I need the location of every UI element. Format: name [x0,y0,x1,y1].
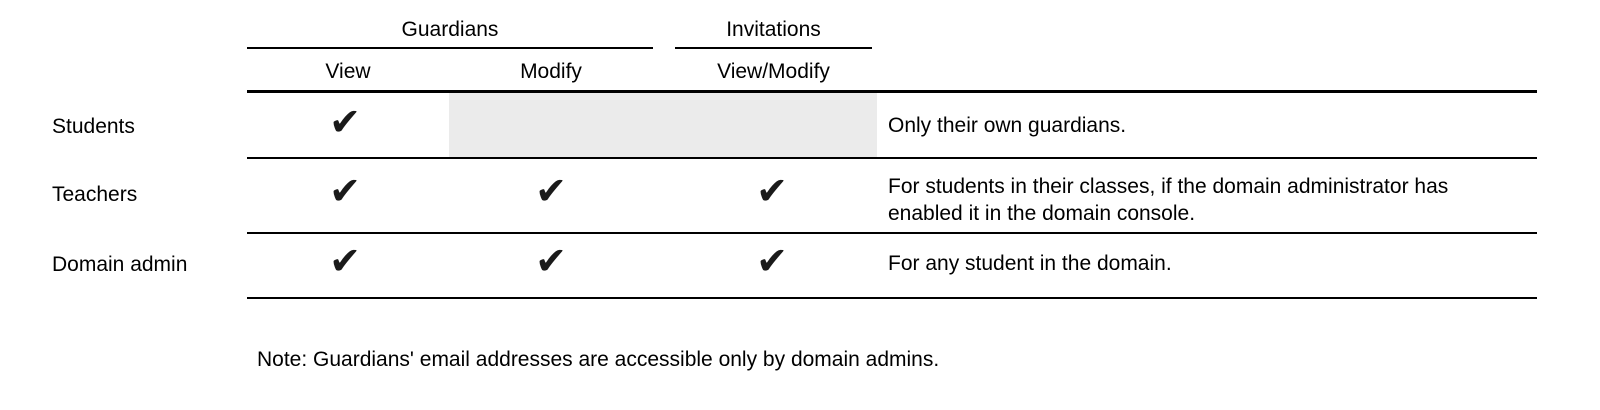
column-header-view-modify: View/Modify [717,60,830,83]
row-note-students: Only their own guardians. [888,114,1127,137]
column-group-guardians: Guardians [401,18,499,41]
disabled-cell-students-modify-invitations [449,93,877,157]
row-label-teachers: Teachers [52,183,138,206]
column-group-invitations: Invitations [726,18,821,41]
row-note-teachers: For students in their classes, if the do… [888,175,1449,225]
row-label-domain-admin: Domain admin [52,253,188,276]
rule-header-bottom [247,90,1537,93]
check-icon: ✔ [329,102,361,144]
check-icon: ✔ [756,241,788,283]
rule-invitations-underline [675,47,872,49]
rule-row-domain-admin-bottom [247,297,1537,299]
rule-row-students-bottom [247,157,1537,159]
check-icon: ✔ [329,241,361,283]
check-icon: ✔ [756,171,788,213]
rule-row-teachers-bottom [247,232,1537,234]
footnote: Note: Guardians' email addresses are acc… [257,348,940,371]
rule-guardians-underline [247,47,653,49]
row-label-students: Students [52,115,135,138]
check-icon: ✔ [329,171,361,213]
check-icon: ✔ [535,171,567,213]
row-note-domain-admin: For any student in the domain. [888,252,1172,275]
column-header-modify: Modify [520,60,582,83]
column-header-view: View [325,60,371,83]
check-icon: ✔ [535,241,567,283]
